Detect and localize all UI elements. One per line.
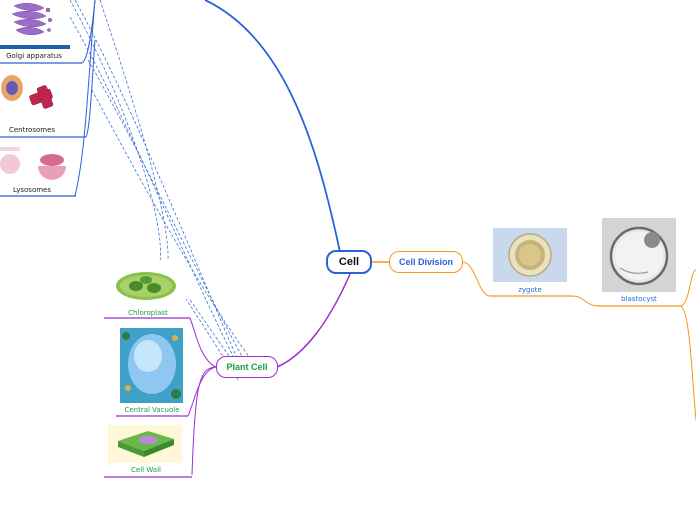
zygote-image xyxy=(493,228,567,282)
topic-cell-division[interactable]: Cell Division xyxy=(389,251,463,273)
chloroplast-label: Chloroplast xyxy=(128,309,168,317)
centrosomes-image xyxy=(0,72,70,122)
central-topic-cell[interactable]: Cell xyxy=(326,250,372,274)
cell-division-label: Cell Division xyxy=(398,257,453,267)
lysosomes-image xyxy=(0,146,72,186)
relationship-dashes xyxy=(59,0,251,381)
plant-cell-label: Plant Cell xyxy=(226,362,268,372)
cell-wall-image xyxy=(108,425,182,463)
blastocyst-image xyxy=(602,218,676,292)
lysosomes-label: Lysosomes xyxy=(12,186,52,194)
golgi-label: Golgi apparatus xyxy=(6,52,62,60)
central-topic-label: Cell xyxy=(338,256,360,268)
animal-subline xyxy=(74,0,96,197)
cell-wall-label: Cell Wall xyxy=(131,466,161,474)
blastocyst-label: blastocyst xyxy=(621,295,657,303)
animal-branch-line xyxy=(204,0,341,253)
plant-branch-line xyxy=(276,273,351,368)
central-vacuole-image xyxy=(120,328,183,403)
plant-subline xyxy=(191,366,217,476)
centrosomes-label: Centrosomes xyxy=(8,126,56,134)
zygote-label: zygote xyxy=(518,286,542,294)
chloroplast-image xyxy=(106,260,186,304)
golgi-image xyxy=(0,0,70,50)
topic-plant-cell[interactable]: Plant Cell xyxy=(216,356,278,378)
central-vacuole-label: Central Vacuole xyxy=(124,406,180,414)
